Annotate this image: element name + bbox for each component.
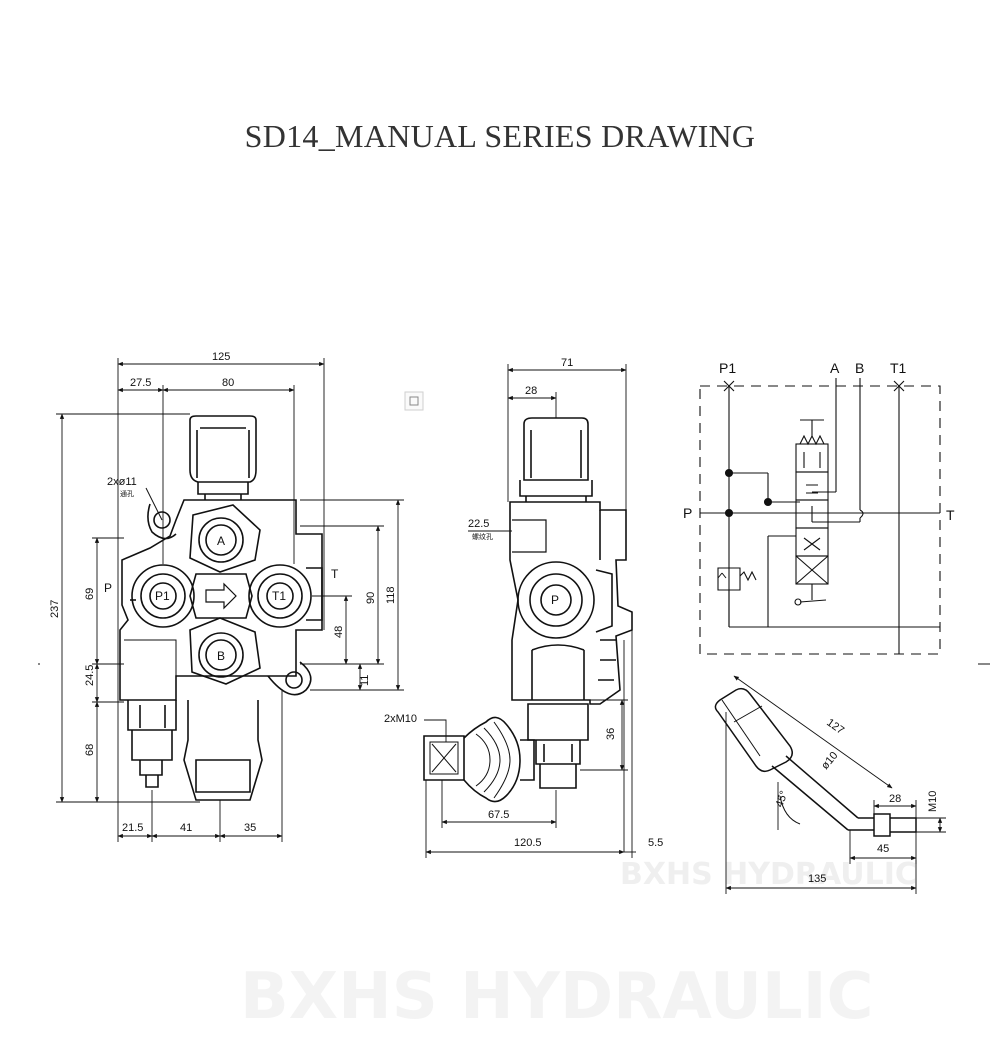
dim-90: 90 <box>365 592 377 604</box>
dim-135: 135 <box>808 873 826 885</box>
dim-118: 118 <box>385 586 397 604</box>
dim-27-5: 27.5 <box>130 377 151 389</box>
port-label-p: P <box>104 581 112 595</box>
dim-24-5: 24.5 <box>84 665 96 686</box>
port-label-p1: P1 <box>155 589 170 603</box>
dim-dia-10: ø10 <box>819 750 840 772</box>
port-label-t: T <box>331 567 339 581</box>
dim-21-5: 21.5 <box>122 822 143 834</box>
port-label-t1: T1 <box>272 589 286 603</box>
dim-m10: M10 <box>927 791 939 812</box>
schematic-label-p1: P1 <box>719 360 736 376</box>
callout-thread: 2xM10 <box>384 713 417 725</box>
dim-45-degree: 45° <box>774 789 791 809</box>
side-view <box>423 417 633 852</box>
callout-holes: 2xø11 <box>107 476 137 488</box>
dim-237: 237 <box>49 600 61 618</box>
callout-22-5: 22.5 <box>468 518 489 530</box>
schematic-label-a: A <box>830 360 840 376</box>
dim-28: 28 <box>525 385 537 397</box>
port-label-a: A <box>217 534 225 548</box>
schematic-label-t1: T1 <box>890 360 907 376</box>
handle-drawing <box>714 687 917 837</box>
dim-36: 36 <box>605 728 617 740</box>
dim-5-5: 5.5 <box>648 837 663 849</box>
dim-125: 125 <box>212 351 230 363</box>
watermark-small: BXHS HYDRAULIC <box>620 857 917 892</box>
port-label-b: B <box>217 649 225 663</box>
page-title: SD14_MANUAL SERIES DRAWING <box>244 118 756 154</box>
hydraulic-schematic <box>699 378 941 655</box>
dim-28-handle: 28 <box>889 793 901 805</box>
callout-holes-note: 通孔 <box>120 489 134 498</box>
dim-80: 80 <box>222 377 234 389</box>
schematic-label-t: T <box>946 507 955 523</box>
side-port-p: P <box>551 593 559 607</box>
dim-68: 68 <box>84 744 96 756</box>
dim-11: 11 <box>359 675 371 686</box>
watermark-large: BXHS HYDRAULIC <box>240 960 873 1034</box>
dim-48: 48 <box>333 626 345 638</box>
dim-35: 35 <box>244 822 256 834</box>
dim-67-5: 67.5 <box>488 809 509 821</box>
schematic-label-p: P <box>683 505 692 521</box>
front-view <box>119 415 323 801</box>
callout-22-5-note: 螺纹孔 <box>472 532 493 541</box>
dim-120-5: 120.5 <box>514 837 542 849</box>
dim-41: 41 <box>180 822 192 834</box>
dim-45-handle: 45 <box>877 843 889 855</box>
dim-69: 69 <box>84 588 96 600</box>
dim-71: 71 <box>561 357 573 369</box>
schematic-label-b: B <box>855 360 864 376</box>
expand-icon[interactable] <box>404 391 424 411</box>
dim-127: 127 <box>824 717 846 737</box>
